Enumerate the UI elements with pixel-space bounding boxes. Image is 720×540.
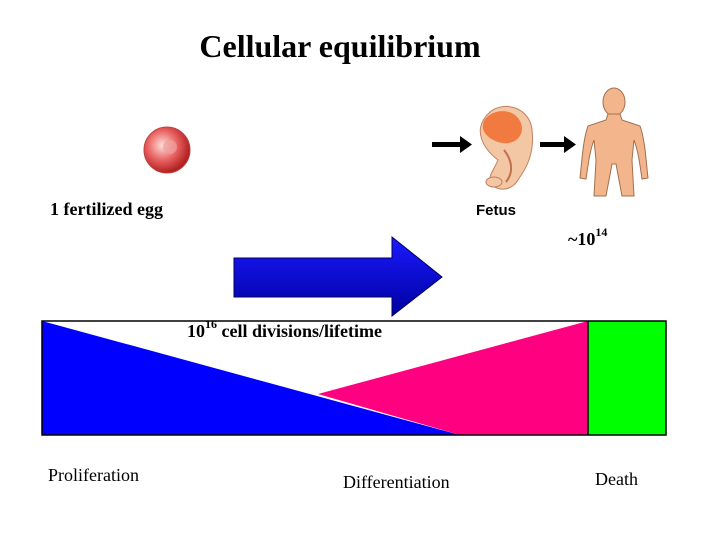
death-block (588, 321, 666, 435)
fertilized-egg-icon (143, 126, 191, 174)
proliferation-label: Proliferation (48, 465, 139, 485)
human-figure-icon (579, 87, 649, 197)
fetus-label: Fetus (476, 202, 517, 219)
equilibrium-panel (41, 320, 667, 436)
arrow-right-icon (432, 136, 472, 153)
divisions-label: 1016 cell divisions/lifetime (187, 317, 382, 341)
differentiation-wedge (318, 321, 588, 435)
proliferation-wedge (42, 321, 460, 435)
progress-arrow (233, 235, 443, 318)
death-label: Death (595, 469, 638, 489)
cell-count-label: ~1014 (568, 225, 608, 249)
differentiation-label: Differentiation (343, 472, 450, 492)
egg-label: 1 fertilized egg (50, 199, 163, 219)
page-title: Cellular equilibrium (199, 28, 481, 64)
embryo-icon (479, 105, 534, 190)
arrow-right-icon (540, 136, 576, 153)
